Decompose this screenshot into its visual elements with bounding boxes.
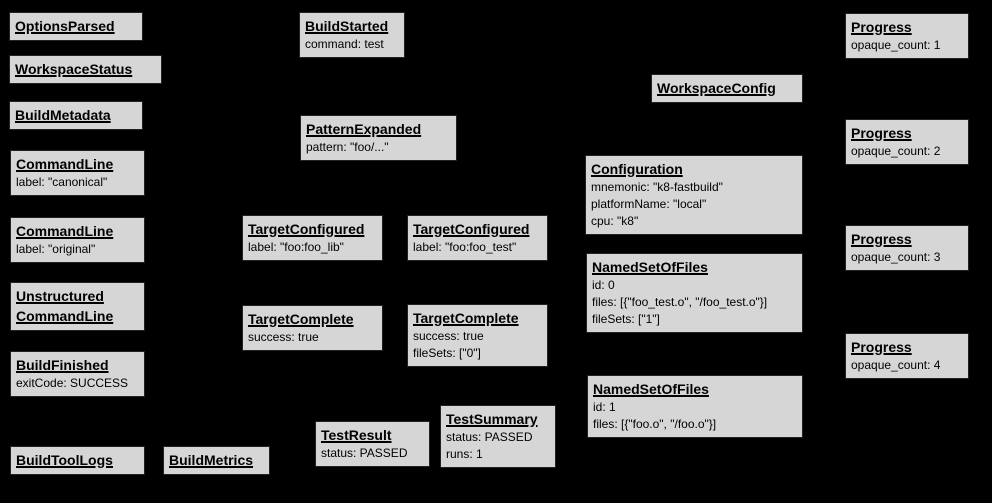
event-node-pattern-expanded: PatternExpanded pattern: "foo/..." <box>300 115 457 161</box>
event-node-build-metadata: BuildMetadata <box>9 101 143 130</box>
event-node-progress-4: Progress opaque_count: 4 <box>845 333 969 379</box>
event-node-field: files: [{"foo.o", "/foo.o"}] <box>593 417 717 431</box>
event-node-field: fileSets: ["1"] <box>592 312 660 326</box>
event-node-named-set-of-files-0: NamedSetOfFiles id: 0 files: [{"foo_test.o… <box>586 253 803 333</box>
event-node-target-configured-foo-lib: TargetConfigured label: "foo:foo_lib" <box>242 215 383 261</box>
event-node-field: status: PASSED <box>446 430 533 444</box>
event-node-field: fileSets: ["0"] <box>413 346 481 360</box>
event-node-title: WorkspaceConfig <box>657 80 776 96</box>
event-node-title: BuildToolLogs <box>16 452 113 468</box>
event-node-field: status: PASSED <box>321 446 408 460</box>
event-node-field: label: "original" <box>16 242 96 256</box>
event-node-title: Progress <box>851 125 912 141</box>
event-node-unstructured-command-line: Unstructured CommandLine <box>10 282 145 331</box>
event-node-title: TargetComplete <box>248 311 354 327</box>
event-node-title: CommandLine <box>16 156 114 172</box>
event-node-named-set-of-files-1: NamedSetOfFiles id: 1 files: [{"foo.o", "/… <box>587 375 803 438</box>
event-node-field: success: true <box>413 329 484 343</box>
event-node-configuration: Configuration mnemonic: "k8-fastbuild" pla… <box>585 155 803 235</box>
event-node-field: exitCode: SUCCESS <box>16 376 129 390</box>
event-node-title: TargetConfigured <box>413 221 530 237</box>
event-node-title: Progress <box>851 231 912 247</box>
event-node-title: BuildMetadata <box>15 107 111 123</box>
event-node-title: TestResult <box>321 427 392 443</box>
event-node-field: platformName: "local" <box>591 197 707 211</box>
event-node-title: Progress <box>851 19 912 35</box>
event-node-field: id: 1 <box>593 400 616 414</box>
event-node-field: mnemonic: "k8-fastbuild" <box>591 180 723 194</box>
event-node-field: pattern: "foo/..." <box>306 140 389 154</box>
event-node-title: WorkspaceStatus <box>15 61 133 77</box>
event-node-field: runs: 1 <box>446 447 483 461</box>
event-node-title: OptionsParsed <box>15 18 115 34</box>
event-node-field: opaque_count: 3 <box>851 250 941 264</box>
event-node-field: files: [{"foo_test.o", "/foo_test.o"}] <box>592 295 768 309</box>
event-node-command-line-canonical: CommandLine label: "canonical" <box>10 150 145 196</box>
event-node-target-complete-foo-lib: TargetComplete success: true <box>242 305 383 351</box>
event-node-field: label: "foo:foo_lib" <box>248 240 344 254</box>
event-node-options-parsed: OptionsParsed <box>9 12 143 41</box>
event-node-target-complete-foo-test: TargetComplete success: true fileSets: ["0… <box>407 304 548 367</box>
event-node-field: id: 0 <box>592 278 615 292</box>
event-node-title: BuildMetrics <box>169 452 254 468</box>
event-node-title: BuildFinished <box>16 357 109 373</box>
event-node-field: cpu: "k8" <box>591 214 639 228</box>
event-node-title: BuildStarted <box>305 18 389 34</box>
event-node-title: Progress <box>851 339 912 355</box>
event-node-title: Unstructured CommandLine <box>16 288 114 324</box>
event-node-build-metrics: BuildMetrics <box>163 446 270 475</box>
event-node-title: NamedSetOfFiles <box>592 259 708 275</box>
event-node-field: opaque_count: 2 <box>851 144 941 158</box>
event-node-title: TargetConfigured <box>248 221 365 237</box>
event-node-progress-1: Progress opaque_count: 1 <box>845 13 969 59</box>
event-node-title: PatternExpanded <box>306 121 422 137</box>
event-node-field: success: true <box>248 330 319 344</box>
event-node-build-tool-logs: BuildToolLogs <box>10 446 145 475</box>
event-node-title: TargetComplete <box>413 310 519 326</box>
event-node-field: opaque_count: 4 <box>851 358 941 372</box>
event-node-test-summary: TestSummary status: PASSED runs: 1 <box>440 405 556 468</box>
event-node-field: label: "canonical" <box>16 175 108 189</box>
event-node-title: TestSummary <box>446 411 538 427</box>
event-node-title: Configuration <box>591 161 683 177</box>
event-node-progress-2: Progress opaque_count: 2 <box>845 119 969 165</box>
event-node-progress-3: Progress opaque_count: 3 <box>845 225 969 271</box>
event-node-build-finished: BuildFinished exitCode: SUCCESS <box>10 351 145 397</box>
event-node-title: CommandLine <box>16 223 114 239</box>
event-node-test-result: TestResult status: PASSED <box>315 421 430 467</box>
event-node-field: opaque_count: 1 <box>851 38 941 52</box>
event-node-workspace-status: WorkspaceStatus <box>9 55 162 84</box>
event-node-title: NamedSetOfFiles <box>593 381 709 397</box>
event-node-build-started: BuildStarted command: test <box>299 12 405 58</box>
event-node-field: label: "foo:foo_test" <box>413 240 517 254</box>
event-node-field: command: test <box>305 37 384 51</box>
event-node-command-line-original: CommandLine label: "original" <box>10 217 145 263</box>
event-node-target-configured-foo-test: TargetConfigured label: "foo:foo_test" <box>407 215 548 261</box>
event-node-workspace-config: WorkspaceConfig <box>651 74 803 103</box>
